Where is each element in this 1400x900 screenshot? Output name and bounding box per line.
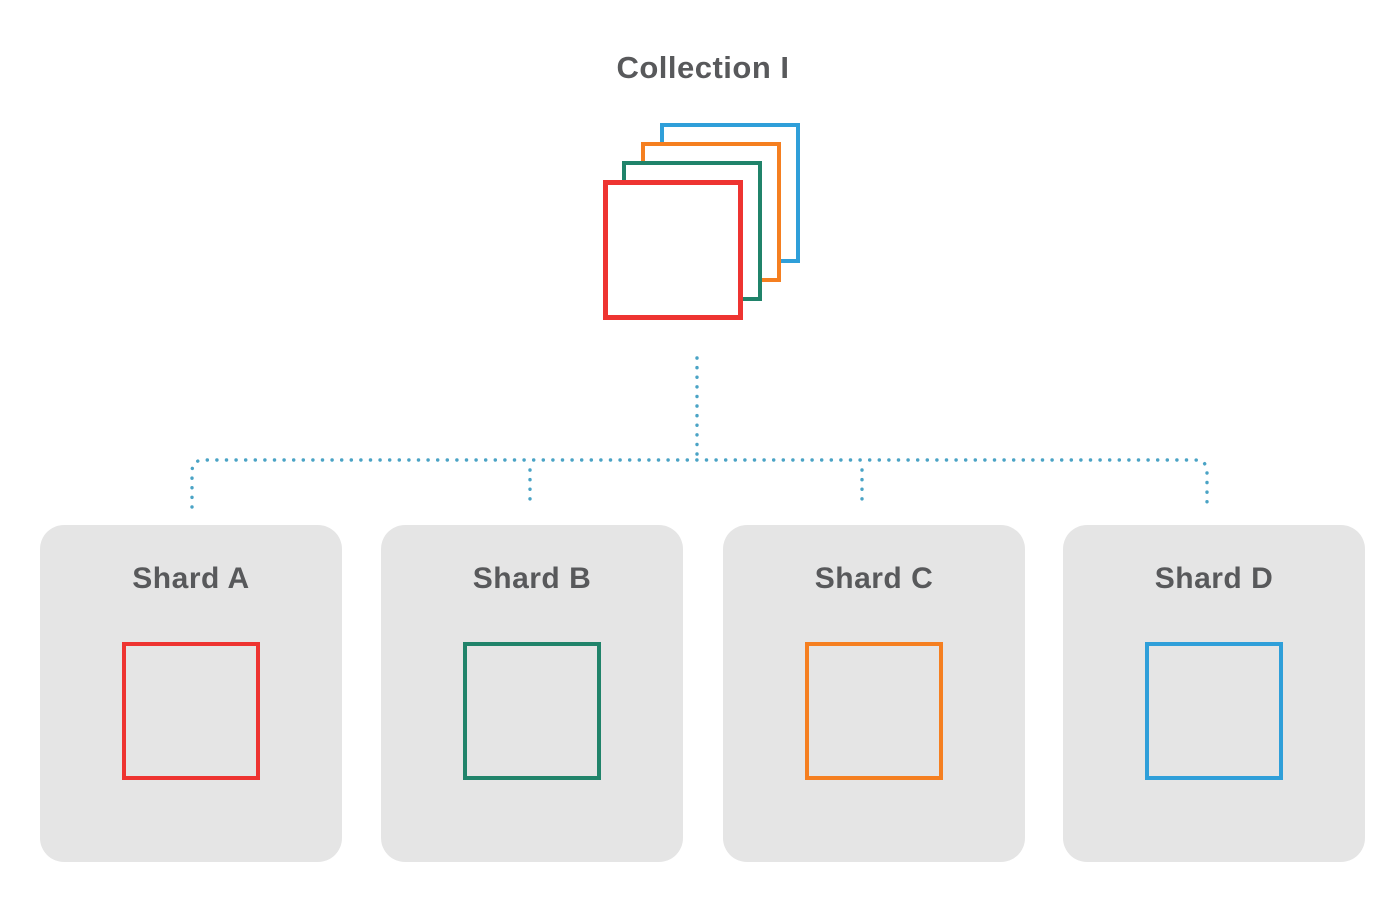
collection-layer-red-square [603, 180, 743, 320]
connector-horizontal-branch [190, 458, 1209, 509]
shard-d-label: Shard D [1154, 562, 1274, 595]
shard-a-square [122, 642, 260, 780]
shard-card-b: Shard B [381, 525, 683, 862]
shard-b-square [463, 642, 601, 780]
shard-a-label: Shard A [132, 562, 250, 595]
shard-d-square [1145, 642, 1283, 780]
shard-card-c: Shard C [723, 525, 1025, 862]
shard-card-a: Shard A [40, 525, 342, 862]
collection-title: Collection I [616, 50, 790, 85]
shard-card-d: Shard D [1063, 525, 1365, 862]
shard-b-label: Shard B [472, 562, 592, 595]
shard-c-square [805, 642, 943, 780]
shard-c-label: Shard C [814, 562, 934, 595]
